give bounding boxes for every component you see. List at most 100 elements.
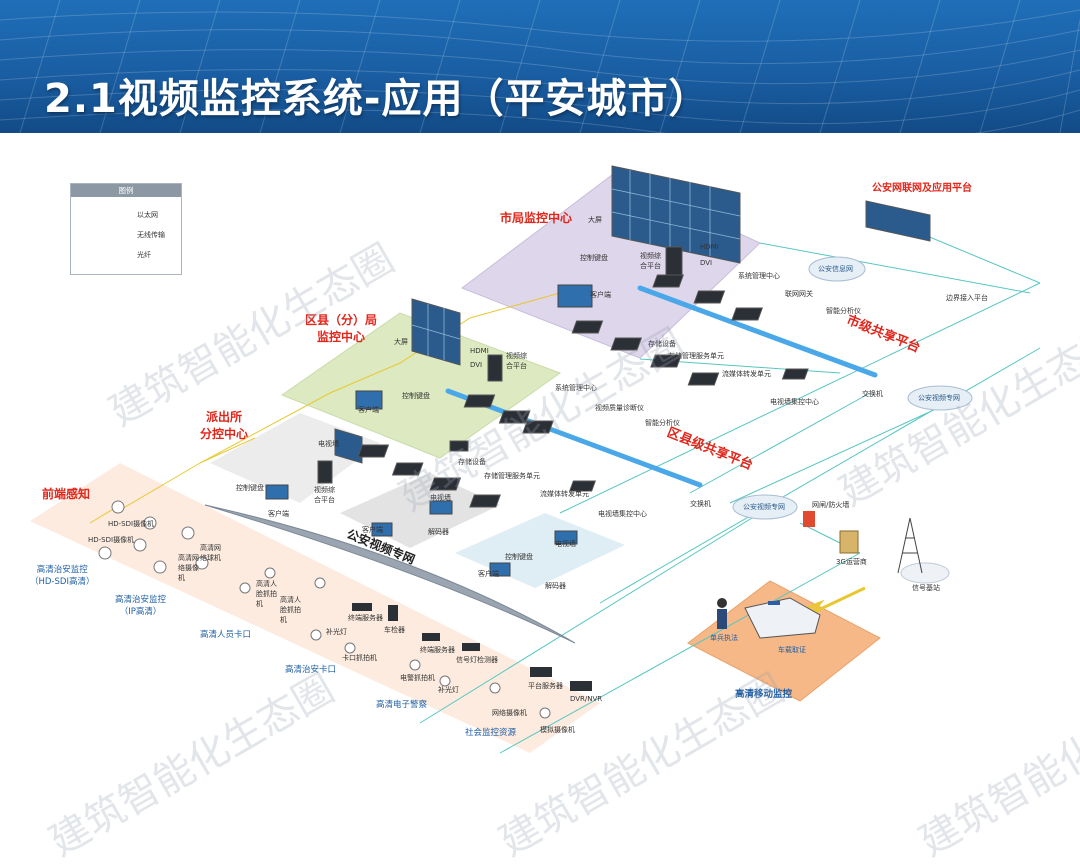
city-share-bar: [637, 285, 878, 378]
district-switch: 交换机: [690, 500, 711, 508]
police-station-label: 派出所 分控中心: [200, 410, 249, 441]
district-big-screen: 大屏: [394, 338, 408, 346]
firewall-icon: [803, 511, 815, 527]
station2-client: 客户端: [362, 526, 383, 534]
frontend-label: 前端感知: [42, 487, 91, 501]
station2-decoder: 解码器: [428, 528, 449, 536]
fe-fill-light-2: 补光灯: [438, 686, 459, 694]
legend-row-ethernet: 以太网: [137, 211, 158, 219]
car-evidence-label: 车载取证: [778, 646, 806, 654]
cloud-police-video-net-2: [732, 494, 798, 520]
mobile-label: 高清移动监控: [735, 689, 793, 700]
diagram-canvas: [30, 165, 1041, 754]
frontend-boxes: [352, 603, 592, 691]
station3-tvwall: 电视墙: [555, 540, 576, 548]
isp-3g-label: 3G运营商: [836, 558, 867, 566]
client-monitors: [265, 284, 593, 577]
station2-tvwall: 电视墙: [430, 494, 451, 502]
station-video-wall: [334, 428, 363, 464]
city-client: 客户端: [590, 291, 611, 299]
cloud-police-video-net-1: [907, 385, 973, 411]
header-mesh-pattern: [0, 0, 1080, 133]
firewall-label: 网闸/防火墙: [812, 501, 850, 509]
fe-ip-cam: 高清网络摄像机: [178, 554, 199, 582]
fe-fill-light-1: 补光灯: [326, 628, 347, 636]
mobile-zone: [687, 580, 881, 702]
ethernet-lines: [419, 232, 1041, 754]
city-streaming: 流媒体转发单元: [722, 370, 771, 378]
district-client: 客户端: [358, 406, 379, 414]
platform-video-wall: [865, 200, 931, 242]
city-tvwall-ctrl: 电视墙集控中心: [770, 398, 819, 406]
fe-platform-server: 平台服务器: [528, 682, 563, 690]
station-keyboard: 控制键盘: [236, 484, 264, 492]
city-switch: 交换机: [862, 390, 883, 398]
legend-row-wireless: 无线传输: [137, 231, 165, 239]
city-center-label: 市局监控中心: [500, 211, 573, 225]
group-hd-sdi: 高清治安监控 （HD-SDI高清）: [30, 565, 95, 587]
district-streaming: 流媒体转发单元: [540, 490, 589, 498]
boundary-access-platform: 边界接入平台: [946, 294, 988, 302]
city-video-platform: 视频综合平台: [640, 252, 661, 270]
network-diagram: 图例 以太网 无线传输 光纤 市局监控中心 区县（分）局 监控中心 派出所 分控…: [0, 133, 1080, 865]
fe-terminal-server-1: 终端服务器: [348, 614, 383, 622]
fe-face-cam-2: 高清人脸抓拍机: [280, 596, 301, 624]
fe-dvr-nvr: DVR/NVR: [570, 695, 603, 703]
fe-epolice-cam: 电警抓拍机: [400, 674, 435, 682]
fe-analog-cam: 模拟摄像机: [540, 726, 575, 734]
district-hdmi: HDMI: [470, 347, 489, 355]
fe-terminal-server-2: 终端服务器: [420, 646, 455, 654]
district-storage: 存储设备: [458, 458, 486, 466]
fe-signal-detector: 信号灯检测器: [456, 656, 498, 664]
district-control-keyboard: 控制键盘: [402, 392, 430, 400]
page-title: 2.1视频监控系统-应用（平安城市）: [44, 76, 710, 122]
legend-row-fiber: 光纤: [137, 251, 151, 259]
cloud-police-video-net-2-label: 公安视频专网: [743, 503, 785, 511]
frontend-cameras: [98, 500, 551, 719]
group-face-checkpoint: 高清人员卡口: [200, 630, 252, 640]
city-hdmi: HDMI: [700, 243, 719, 251]
district-tvwall-ctrl: 电视墙集控中心: [598, 510, 647, 518]
city-storage: 存储设备: [648, 340, 676, 348]
city-system-mgmt: 系统管理中心: [738, 272, 780, 280]
fe-hdsdi-cam-2: HD-SDI摄像机: [88, 536, 135, 544]
city-gateway: 联网网关: [785, 290, 813, 298]
group-e-police: 高清电子警察: [376, 700, 428, 710]
fe-vehicle-detector: 车检器: [384, 626, 405, 634]
city-control-keyboard: 控制键盘: [580, 254, 608, 262]
station-video-platform: 视频综合平台: [314, 486, 335, 504]
base-station-label: 信号基站: [912, 584, 940, 592]
fe-hdsdi-cam-1: HD-SDI摄像机: [108, 520, 155, 528]
district-video-wall: [411, 298, 461, 366]
city-video-wall: [611, 165, 741, 264]
station3-client: 客户端: [478, 570, 499, 578]
cloud-police-info-net-label: 公安信息网: [818, 265, 853, 273]
station3-keyboard: 控制键盘: [505, 553, 533, 561]
station-client: 客户端: [268, 510, 289, 518]
district-quality-diag: 视频质量诊断仪: [595, 404, 644, 412]
district-system-mgmt: 系统管理中心: [555, 384, 597, 392]
group-security-checkpoint: 高清治安卡口: [285, 665, 337, 675]
station-tvwall: 电视墙: [318, 440, 339, 448]
legend-header: 图例: [71, 184, 181, 197]
officer-icon: [717, 598, 727, 629]
cloud-police-video-net-1-label: 公安视频专网: [918, 394, 960, 402]
city-storage-mgmt: 存储管理服务单元: [668, 352, 724, 360]
platform-label: 公安网联网及应用平台: [872, 183, 972, 194]
device-boxes: [317, 246, 809, 508]
district-center-zone: [280, 312, 562, 459]
cloud-police-info-net: [808, 256, 866, 282]
legend: 图例 以太网 无线传输 光纤: [70, 183, 182, 275]
cloud-base-station: [900, 562, 950, 584]
fe-face-cam-1: 高清人脸抓拍机: [256, 580, 277, 608]
frontend-zone: [30, 463, 600, 753]
isp-3g-icon: [839, 530, 859, 554]
group-social-resources: 社会监控资源: [465, 728, 517, 738]
police-car-icon: [744, 597, 821, 639]
group-ip-hd: 高清治安监控 （IP高清）: [115, 595, 167, 617]
station3-decoder: 解码器: [545, 582, 566, 590]
district-center-label: 区县（分）局 监控中心: [305, 313, 378, 344]
officer-label: 单兵执法: [710, 634, 738, 642]
fe-network-cam: 网络摄像机: [492, 709, 527, 717]
district-video-platform: 视频综合平台: [506, 352, 527, 370]
